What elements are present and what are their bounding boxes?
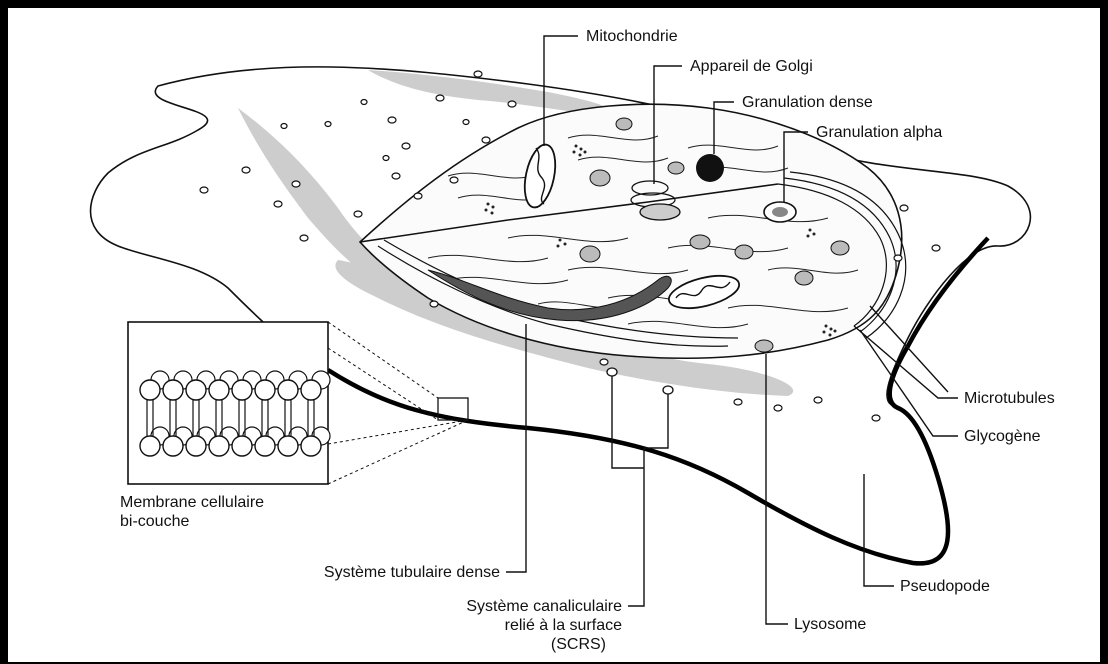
alpha-granule — [764, 202, 796, 222]
label-granulation-alpha: Granulation alpha — [816, 124, 942, 141]
label-microtubules: Microtubules — [964, 390, 1055, 407]
platelet-diagram: Mitochondrie Appareil de Golgi Granulati… — [8, 8, 1100, 662]
lipid-head — [140, 436, 160, 456]
label-lysosome: Lysosome — [794, 616, 866, 633]
label-scrs-line2: relié à la surface — [505, 617, 622, 634]
lipid-head — [209, 436, 229, 456]
lipid-head — [209, 380, 229, 400]
label-golgi: Appareil de Golgi — [690, 58, 813, 75]
lipid-head — [255, 380, 275, 400]
lipid-head — [278, 436, 298, 456]
dense-granule — [696, 154, 724, 182]
label-glycogene: Glycogène — [964, 428, 1041, 445]
lipid-head — [301, 436, 321, 456]
lipid-head — [186, 436, 206, 456]
label-membrane-line1: Membrane cellulaire — [120, 494, 264, 511]
label-granulation-dense: Granulation dense — [742, 94, 873, 111]
label-scrs-line1: Système canaliculaire — [466, 598, 622, 615]
lipid-head — [232, 380, 252, 400]
lipid-head — [186, 380, 206, 400]
label-scrs-line3: (SCRS) — [551, 636, 606, 653]
label-mitochondrie: Mitochondrie — [586, 28, 678, 45]
label-pseudopode: Pseudopode — [900, 578, 990, 595]
diagram-frame: Mitochondrie Appareil de Golgi Granulati… — [6, 6, 1102, 664]
label-systeme-tubulaire: Système tubulaire dense — [324, 564, 500, 581]
label-membrane-line2: bi-couche — [120, 513, 189, 530]
lipid-head — [163, 436, 183, 456]
lipid-head — [301, 380, 321, 400]
lipid-head — [140, 380, 160, 400]
lipid-head — [232, 436, 252, 456]
lipid-head — [163, 380, 183, 400]
lipid-head — [278, 380, 298, 400]
lipid-head — [255, 436, 275, 456]
